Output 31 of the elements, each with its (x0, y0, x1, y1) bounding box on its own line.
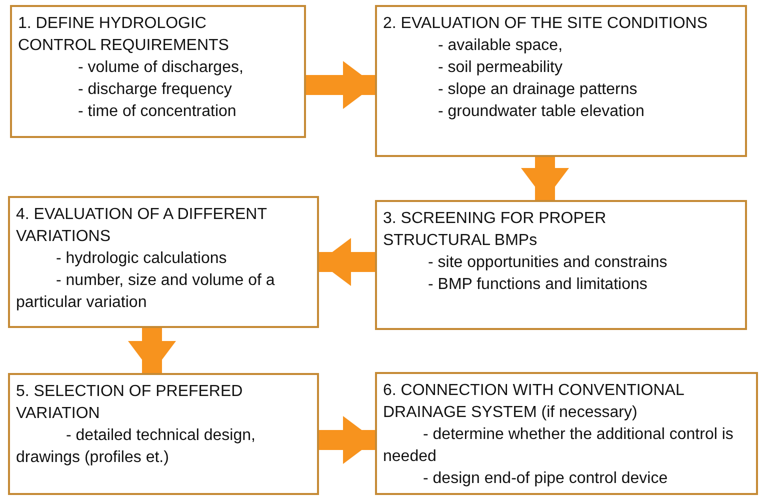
step-heading: 2. EVALUATION OF THE SITE CONDITIONS (383, 14, 708, 34)
process-box (10, 5, 306, 138)
step-heading: 1. DEFINE HYDROLOGIC CONTROL REQUIREMENTS (18, 14, 230, 56)
step-heading: 6. CONNECTION WITH CONVENTIONAL DRAINAGE SYSTEM (if necessary) (383, 381, 685, 423)
process-box (8, 373, 319, 495)
block-arrow (319, 238, 375, 286)
process-box (375, 372, 758, 495)
block-arrow (319, 416, 375, 464)
step-heading: 4. EVALUATION OF A DIFFERENT VARIATIONS (16, 205, 268, 247)
step-heading: 3. SCREENING FOR PROPER STRUCTURAL BMPs (383, 209, 608, 251)
bullet-item: - number, size and volume of a particular variation (16, 271, 276, 313)
block-arrow (128, 328, 176, 373)
bullet-item: - site opportunities and constrains (427, 253, 668, 273)
bullet-item: - slope an drainage patterns (437, 80, 638, 100)
process-box (375, 200, 747, 330)
bullet-item: - hydrologic calculations (55, 249, 228, 269)
bullet-item: - BMP functions and limitations (427, 275, 648, 295)
bullet-item: - groundwater table elevation (437, 102, 646, 122)
bullet-item: - detailed technical design, drawings (profiles et.) (16, 426, 256, 468)
bullet-item: - determine whether the additional control is needed (383, 425, 734, 467)
bullet-item: - time of concentration (77, 102, 238, 122)
bullet-item: - soil permeability (437, 58, 564, 78)
process-box (375, 5, 747, 157)
bullet-item: - volume of discharges, (77, 58, 244, 78)
bullet-item: - available space, (437, 36, 564, 56)
block-arrow (306, 61, 375, 109)
process-box (8, 196, 319, 328)
step-heading: 5. SELECTION OF PREFERED VARIATION (16, 382, 244, 424)
bullet-item: - discharge frequency (77, 80, 233, 100)
block-arrow (521, 157, 569, 200)
bullet-item: - design end-of pipe control device (422, 469, 669, 489)
